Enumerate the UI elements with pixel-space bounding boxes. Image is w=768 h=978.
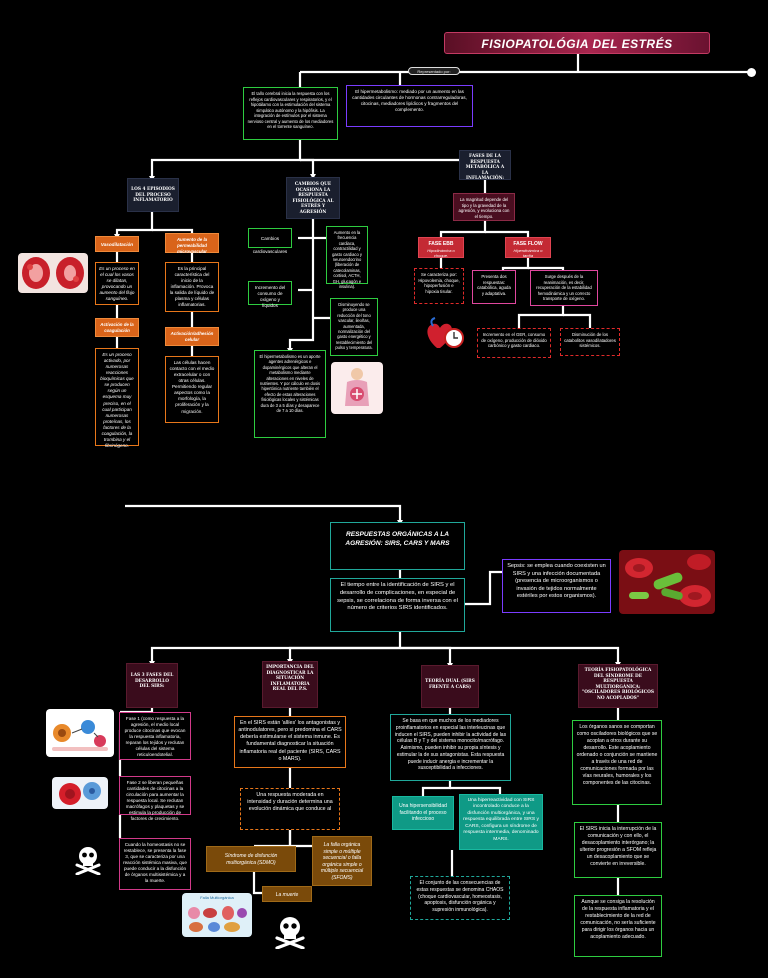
phases-heading: FASES DE LA RESPUESTA METABÓLICA A LA IN… <box>459 150 511 181</box>
catabolites-box: Disminución de los catabolitos vasodilat… <box>560 328 620 356</box>
skull-crossbones-icon <box>75 847 101 875</box>
hypermetabolism-detail: El hipermetabolismo es un aporte agentes… <box>254 350 326 438</box>
page-title: FISIOPATOLÓGIA DEL ESTRÉS <box>444 32 710 54</box>
phase-3-box: Cuando la homeostasis no se restablece, … <box>119 838 191 890</box>
healthy-organs-box: Los órganos sanos se comportan como osci… <box>572 720 662 805</box>
coagulation-title: Activación de la coagulación <box>95 318 139 337</box>
heart-clock-icon <box>427 317 464 348</box>
episodes-heading: LOS 4 EPISODIOS DEL PROCESO INFLAMATORIO <box>127 178 179 212</box>
hypermetabolism-box: El hipermetabolismo: mediado por un aume… <box>346 85 473 127</box>
vasodilation-desc: Es un proceso en el cual los vasos se di… <box>95 262 139 305</box>
magnitude-box: La magnitud depende del tipo y la graved… <box>453 193 515 221</box>
hyperreactivity-box: Una hiperreactividad con SIRS incontrola… <box>459 794 543 850</box>
organs-icon <box>188 906 247 932</box>
skull-crossbones-icon-2 <box>275 917 305 949</box>
coagulation-desc: Es un proceso activado, por numerosas re… <box>95 348 139 448</box>
sfoms-box: La falla orgánica simple o múltiple secu… <box>312 836 372 886</box>
blood-vessel-image <box>18 253 88 293</box>
organ-failure-image: Falla Multiorgánica <box>182 893 252 937</box>
vascular-tone-box: Disminuyendo se produce una reducción de… <box>330 298 378 356</box>
permeability-desc: Es la principal característica del inici… <box>165 262 219 312</box>
cardio-changes: Cambios cardiovasculares <box>248 228 292 254</box>
hypersensitivity-box: Una hipersensibilidad facilitando el pro… <box>392 796 454 830</box>
flow-subtitle: Hiperdinámica o tardía <box>513 247 543 258</box>
flow-title: FASE FLOW <box>513 241 543 247</box>
sirs-interruption-box: El SIRS inicia la interrupción de la com… <box>574 822 662 878</box>
ebb-phase: FASE EBB Hipodinámica o choque. <box>418 237 464 258</box>
oxygen-consumption: Incremento del consumo de oxígeno y líqu… <box>248 281 292 308</box>
heart-rate-box: Aumento en la frecuencia cardiaca, contr… <box>326 226 368 289</box>
ebb-desc: Se caracteriza por: Hipovolemia, choque,… <box>414 268 464 304</box>
oscillators-heading: TEORÍA FISIOPATOLÓGICA DEL SÍNDROME DE R… <box>578 664 658 708</box>
death-box: La muerte <box>262 886 312 902</box>
represented-by-tag: Representado por: <box>408 67 460 75</box>
body-illustration <box>331 362 383 414</box>
diagnosis-heading: IMPORTANCIA DEL DIAGNOSTICAR LA SITUACIÓ… <box>262 661 318 708</box>
inflammation-diagram-image <box>46 709 114 757</box>
blood-cells-image <box>52 777 108 809</box>
sirs-cars-box: En el SIRS están 'allíes' los antagonist… <box>234 716 346 768</box>
organ-failure-label: Falla Multiorgánica <box>200 895 234 900</box>
chaos-box: El conjunto de las consecuencias de esta… <box>410 876 510 920</box>
ebb-title: FASE EBB <box>428 241 454 247</box>
phase-2-box: Fase 2 se liberan pequeñas cantidades de… <box>119 776 191 821</box>
adhesion-desc: Las células hacen contacto con el medio … <box>165 356 219 423</box>
organic-responses-title: RESPUESTAS ORGÁNICAS A LA AGRESIÓN: SIRS… <box>330 522 465 570</box>
vasodilation-title: Vasodilatación <box>95 236 139 252</box>
sirs-phases-heading: LAS 3 FASES DEL DESARROLLO DEL SIRS: <box>126 663 178 708</box>
dual-theory-heading: TEORÍA DUAL (SIRS FRENTE A CARS) <box>421 665 479 708</box>
intro-box: El tallo cerebral inicia la respuesta co… <box>243 87 338 140</box>
sepsis-box: Sepsis: se emplea cuando coexisten un SI… <box>502 559 611 613</box>
time-identification-box: El tiempo entre la identificación de SIR… <box>330 578 465 632</box>
adhesion-title: Activación/adhesión celular <box>165 327 219 346</box>
bacteria-image <box>619 550 715 614</box>
permeability-title: Aumento de la permeabilidad microvascula… <box>165 233 219 254</box>
flow-responses: Presenta dos respuestas: catabólica, agu… <box>472 270 516 304</box>
flow-reanimation: Surge después de la reanimación, es deci… <box>530 270 598 306</box>
timeline-end-dot <box>747 68 756 77</box>
dual-theory-box: Se basa en que muchos de los mediadores … <box>390 714 511 781</box>
ebb-subtitle: Hipodinámica o choque. <box>427 247 455 258</box>
phase-1-box: Fase 1 (como respuesta a la agresión, el… <box>119 712 191 760</box>
ger-box: Incremento en el GER, consumo de oxígeno… <box>477 328 551 358</box>
moderate-response-box: Una respuesta moderada en intensidad y d… <box>240 788 340 830</box>
resolution-box: Aunque se consiga la resolución de la re… <box>574 895 662 957</box>
flow-phase: FASE FLOW Hiperdinámica o tardía <box>505 237 551 258</box>
sdmo-box: Síndrome de disfunción multiorgánica (SD… <box>206 846 296 872</box>
changes-heading: CAMBIOS QUE OCASIONA LA RESPUESTA FISIOL… <box>286 177 340 219</box>
